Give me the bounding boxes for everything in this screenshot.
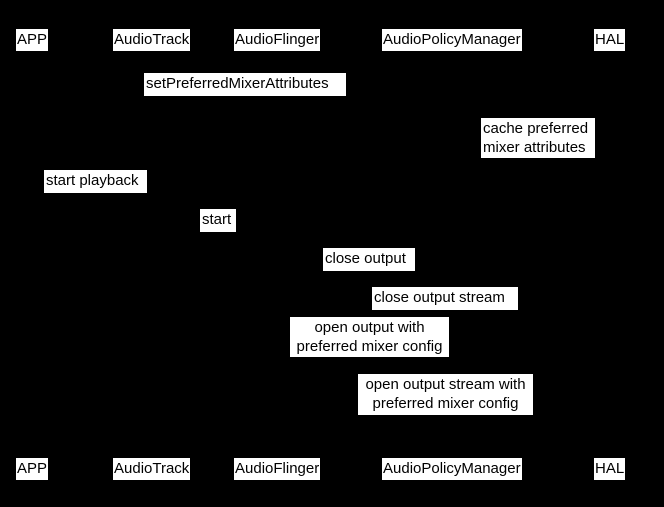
message-line-1: cache preferred [483,120,589,137]
arrow-message-3 [35,193,155,194]
participant-footer-hal[interactable]: HAL [594,458,626,480]
participant-header-audiotrack[interactable]: AudioTrack [113,29,191,51]
message-label-open-output-with-preferred-mixer-config[interactable]: open output with preferred mixer config [290,317,449,357]
message-label-close-output-stream[interactable]: close output stream [372,287,518,310]
arrow-message-8 [457,415,610,416]
arrow-message-2 [457,158,497,159]
lifeline-audiotrack [155,51,156,458]
arrow-message-4 [155,232,280,233]
message-label-close-output[interactable]: close output [323,248,415,271]
participant-header-app[interactable]: APP [16,29,49,51]
message-line-2: preferred mixer config [296,338,443,355]
participant-footer-audiotrack[interactable]: AudioTrack [113,458,191,480]
participant-header-hal[interactable]: HAL [594,29,626,51]
message-line-1: open output stream with [365,376,526,393]
arrow-message-1 [155,96,457,97]
message-label-start[interactable]: start [200,209,236,232]
arrow-message-7 [280,357,457,358]
arrow-message-6 [457,310,610,311]
lifeline-audioflinger [280,51,281,458]
lifeline-audiopolicymanager [457,51,458,458]
message-line-2: mixer attributes [483,139,586,156]
participant-footer-audiopolicymanager[interactable]: AudioPolicyManager [382,458,522,480]
message-line-2: preferred mixer config [372,395,519,412]
participant-header-audioflinger[interactable]: AudioFlinger [234,29,321,51]
participant-footer-audioflinger[interactable]: AudioFlinger [234,458,321,480]
lifeline-app [35,51,36,458]
message-label-open-output-stream-with-preferred-mixer-config[interactable]: open output stream with preferred mixer … [358,374,533,415]
message-label-set-preferred-mixer-attributes[interactable]: setPreferredMixerAttributes [144,73,346,96]
arrow-message-5 [280,271,457,272]
participant-footer-app[interactable]: APP [16,458,49,480]
message-line-1: open output with [314,319,425,336]
participant-header-audiopolicymanager[interactable]: AudioPolicyManager [382,29,522,51]
message-label-start-playback[interactable]: start playback [44,170,147,193]
lifeline-hal [610,51,611,458]
message-label-cache-preferred-mixer-attributes[interactable]: cache preferred mixer attributes [481,118,595,158]
